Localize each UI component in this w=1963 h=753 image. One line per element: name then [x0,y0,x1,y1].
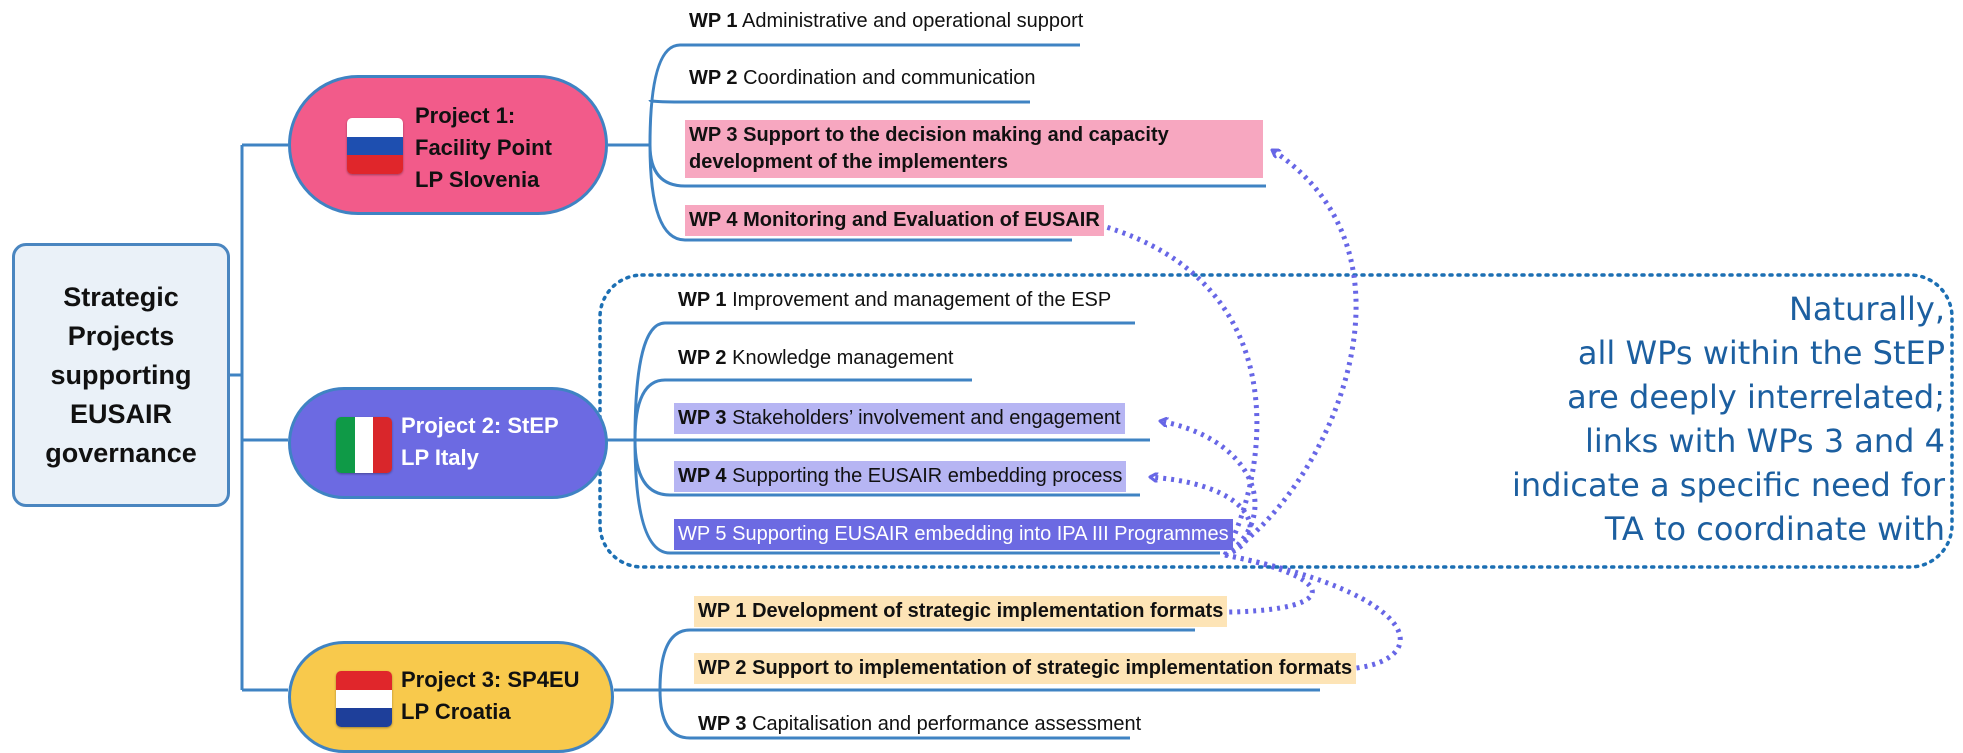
p2-wp4: WP 4 Supporting the EUSAIR embedding pro… [674,461,1127,492]
root-node: Strategic Projects supporting EUSAIR gov… [12,243,230,507]
p1-branches [648,43,1266,242]
wp-code: WP 4 [678,465,727,487]
wp-code: WP 1 [689,10,738,32]
step-dotted-frame [598,273,1954,569]
p1-wp4: WP 4 Monitoring and Evaluation of EUSAIR [685,205,1104,236]
project-2-label: Project 2: StEP LP Italy [401,413,559,470]
interrelation-note: Naturally, all WPs within the StEP are d… [1512,290,1945,548]
wp-code: WP 5 [678,523,727,545]
wp-text: Improvement and management of the ESP [732,289,1112,311]
flag-stripe [347,136,403,156]
flag-stripe [336,689,392,709]
wp-text: Capitalisation and performance assessmen… [752,713,1142,735]
wp-text: Supporting the EUSAIR embedding process [732,465,1123,487]
root-spine [240,143,288,692]
p2-branches [633,321,1220,555]
flag-stripe [336,417,355,473]
flag-stripe [336,671,392,690]
wp-code: WP 3 [698,713,747,735]
wp-text: Administrative and operational support [742,10,1084,32]
italy-flag-icon [336,417,392,473]
flag-stripe [354,417,374,473]
p3-wp2: WP 2 Support to implementation of strate… [694,653,1357,684]
p1-wp3: WP 3 Support to the decision making and … [685,120,1263,178]
arrow-to-p1-wp4 [1080,220,1260,557]
arrow-to-p3-wp2 [1224,552,1403,669]
flag-stripe [336,708,392,727]
wp-text: Support to implementation of strategic i… [752,657,1353,679]
p2-wp3: WP 3 Stakeholders’ involvement and engag… [674,403,1125,434]
flag-stripe [373,417,392,473]
project-1-node: Project 1: Facility Point LP Slovenia [288,75,608,215]
wp-text: Stakeholders’ involvement and engagement [732,407,1121,429]
wp-text: Monitoring and Evaluation of EUSAIR [743,209,1100,231]
croatia-flag-icon [336,671,392,727]
wp-code: WP 1 [698,600,747,622]
p1-wp2: WP 2 Coordination and communication [689,65,1036,92]
p2-wp1: WP 1 Improvement and management of the E… [678,287,1111,314]
p3-wp1: WP 1 Development of strategic implementa… [694,596,1228,627]
wp-text: Development of strategic implementation … [752,600,1224,622]
project-3-node: Project 3: SP4EU LP Croatia [288,641,614,753]
p3-wp3: WP 3 Capitalisation and performance asse… [698,711,1141,738]
wp-text: Supporting EUSAIR embedding into IPA III… [732,523,1229,545]
flag-stripe [347,118,403,137]
wp-text: Coordination and communication [743,67,1036,89]
project-3-label: Project 3: SP4EU LP Croatia [401,667,580,724]
p3-branches [658,628,1320,740]
wp-text: Support to the decision making and capac… [689,124,1169,173]
p2-wp5: WP 5 Supporting EUSAIR embedding into IP… [674,519,1233,550]
slovenia-flag-icon [347,118,403,174]
arrow-to-p1-wp3 [1223,147,1359,558]
wp-code: WP 3 [678,407,727,429]
wp-code: WP 2 [678,347,727,369]
wp-code: WP 4 [689,209,738,231]
wp-code: WP 2 [698,657,747,679]
p2-wp2: WP 2 Knowledge management [678,345,953,372]
wp-code: WP 2 [689,67,738,89]
p1-wp1: WP 1 Administrative and operational supp… [689,8,1083,35]
wp-text: Knowledge management [732,347,954,369]
project-2-node: Project 2: StEP LP Italy [288,387,608,499]
project-1-label: Project 1: Facility Point LP Slovenia [415,103,552,192]
wp-code: WP 3 [689,124,738,146]
wp-code: WP 1 [678,289,727,311]
flag-stripe [347,155,403,174]
arrow-to-p2-wp3 [1160,421,1258,558]
